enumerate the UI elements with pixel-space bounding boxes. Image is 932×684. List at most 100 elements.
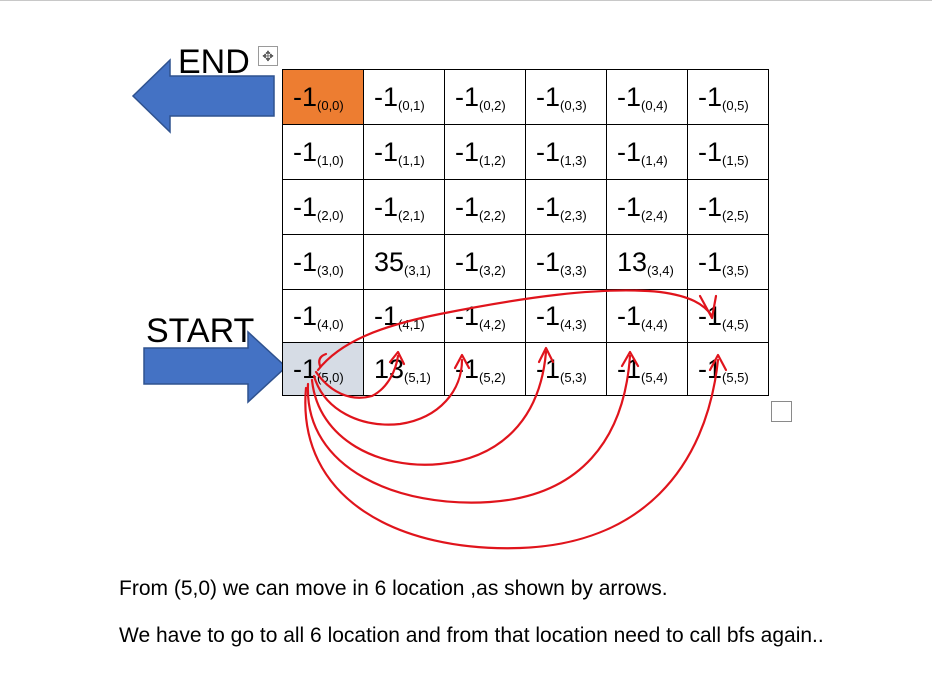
grid-row: -1(1,0)-1(1,1)-1(1,2)-1(1,3)-1(1,4)-1(1,… (282, 124, 769, 180)
cell-value: -1 (293, 353, 318, 384)
grid-cell-2-1: -1(2,1) (363, 179, 445, 235)
cell-index: (4,3) (560, 316, 587, 332)
cell-index: (5,5) (722, 369, 749, 385)
cell-value: -1 (617, 300, 642, 331)
cell-index: (3,2) (479, 262, 506, 278)
cell-value: -1 (536, 246, 561, 277)
cell-value: -1 (698, 81, 723, 112)
grid-cell-3-5: -1(3,5) (687, 234, 769, 290)
cell-index: (3,1) (404, 262, 431, 278)
cell-index: (0,2) (479, 97, 506, 113)
grid-cell-1-4: -1(1,4) (606, 124, 688, 180)
grid-cell-0-3: -1(0,3) (525, 69, 607, 125)
grid-cell-3-2: -1(3,2) (444, 234, 526, 290)
grid-row: -1(0,0)-1(0,1)-1(0,2)-1(0,3)-1(0,4)-1(0,… (282, 69, 769, 125)
cell-value: -1 (536, 191, 561, 222)
grid-cell-5-2: -1(5,2) (444, 342, 526, 396)
cell-index: (0,1) (398, 97, 425, 113)
cell-value: -1 (455, 81, 480, 112)
grid-cell-2-3: -1(2,3) (525, 179, 607, 235)
grid-row: -1(4,0)-1(4,1)-1(4,2)-1(4,3)-1(4,4)-1(4,… (282, 289, 769, 343)
move-arrows-icon[interactable]: ✥ (258, 46, 278, 66)
grid-cell-3-4: 13(3,4) (606, 234, 688, 290)
grid-cell-4-5: -1(4,5) (687, 289, 769, 343)
cell-value: -1 (536, 136, 561, 167)
cell-index: (4,4) (641, 316, 668, 332)
grid-cell-3-0: -1(3,0) (282, 234, 364, 290)
grid-cell-0-1: -1(0,1) (363, 69, 445, 125)
resize-square-icon[interactable] (771, 401, 792, 422)
cell-value: -1 (536, 353, 561, 384)
cell-value: -1 (617, 353, 642, 384)
cell-index: (1,2) (479, 152, 506, 168)
cell-index: (5,3) (560, 369, 587, 385)
top-border (0, 0, 932, 1)
caption-line-1: From (5,0) we can move in 6 location ,as… (119, 577, 668, 600)
cell-value: -1 (617, 81, 642, 112)
cell-index: (4,1) (398, 316, 425, 332)
cell-value: -1 (536, 81, 561, 112)
grid-cell-0-0: -1(0,0) (282, 69, 364, 125)
cell-index: (0,3) (560, 97, 587, 113)
grid-row: -1(5,0)13(5,1)-1(5,2)-1(5,3)-1(5,4)-1(5,… (282, 342, 769, 396)
grid-cell-5-0: -1(5,0) (282, 342, 364, 396)
cell-index: (1,0) (317, 152, 344, 168)
cell-index: (4,0) (317, 316, 344, 332)
cell-value: -1 (617, 191, 642, 222)
end-label: END (178, 43, 250, 81)
grid-row: -1(2,0)-1(2,1)-1(2,2)-1(2,3)-1(2,4)-1(2,… (282, 179, 769, 235)
grid-cell-3-3: -1(3,3) (525, 234, 607, 290)
cell-index: (1,3) (560, 152, 587, 168)
grid-cell-2-5: -1(2,5) (687, 179, 769, 235)
grid-cell-0-5: -1(0,5) (687, 69, 769, 125)
cell-value: -1 (617, 136, 642, 167)
cell-value: -1 (455, 353, 480, 384)
grid-cell-0-4: -1(0,4) (606, 69, 688, 125)
cell-value: 13 (374, 353, 405, 384)
cell-value: -1 (698, 191, 723, 222)
cell-index: (3,5) (722, 262, 749, 278)
cell-index: (1,4) (641, 152, 668, 168)
grid-cell-5-3: -1(5,3) (525, 342, 607, 396)
cell-index: (0,4) (641, 97, 668, 113)
cell-value: 35 (374, 246, 405, 277)
cell-index: (5,0) (317, 369, 344, 385)
cell-value: -1 (455, 191, 480, 222)
cell-value: -1 (455, 246, 480, 277)
grid-cell-4-3: -1(4,3) (525, 289, 607, 343)
cell-value: -1 (374, 136, 399, 167)
grid-cell-5-5: -1(5,5) (687, 342, 769, 396)
grid-cell-1-1: -1(1,1) (363, 124, 445, 180)
grid-cell-1-2: -1(1,2) (444, 124, 526, 180)
cell-index: (3,0) (317, 262, 344, 278)
cell-value: -1 (374, 191, 399, 222)
cell-value: -1 (293, 300, 318, 331)
grid-cell-2-2: -1(2,2) (444, 179, 526, 235)
cell-value: -1 (374, 81, 399, 112)
grid-cell-1-0: -1(1,0) (282, 124, 364, 180)
cell-index: (3,3) (560, 262, 587, 278)
cell-value: -1 (293, 191, 318, 222)
grid-cell-4-0: -1(4,0) (282, 289, 364, 343)
cell-index: (1,5) (722, 152, 749, 168)
grid-cell-4-2: -1(4,2) (444, 289, 526, 343)
cell-index: (0,5) (722, 97, 749, 113)
cell-index: (2,0) (317, 207, 344, 223)
grid-cell-4-1: -1(4,1) (363, 289, 445, 343)
grid-cell-3-1: 35(3,1) (363, 234, 445, 290)
cell-value: -1 (698, 353, 723, 384)
cell-value: -1 (698, 136, 723, 167)
cell-value: -1 (536, 300, 561, 331)
cell-index: (0,0) (317, 97, 344, 113)
cell-value: -1 (698, 300, 723, 331)
cell-value: -1 (293, 81, 318, 112)
cell-value: -1 (293, 136, 318, 167)
cell-index: (2,3) (560, 207, 587, 223)
cell-index: (4,5) (722, 316, 749, 332)
cell-value: -1 (455, 300, 480, 331)
cell-value: -1 (293, 246, 318, 277)
grid-cell-0-2: -1(0,2) (444, 69, 526, 125)
grid-cell-2-0: -1(2,0) (282, 179, 364, 235)
cell-index: (2,1) (398, 207, 425, 223)
cell-index: (2,5) (722, 207, 749, 223)
